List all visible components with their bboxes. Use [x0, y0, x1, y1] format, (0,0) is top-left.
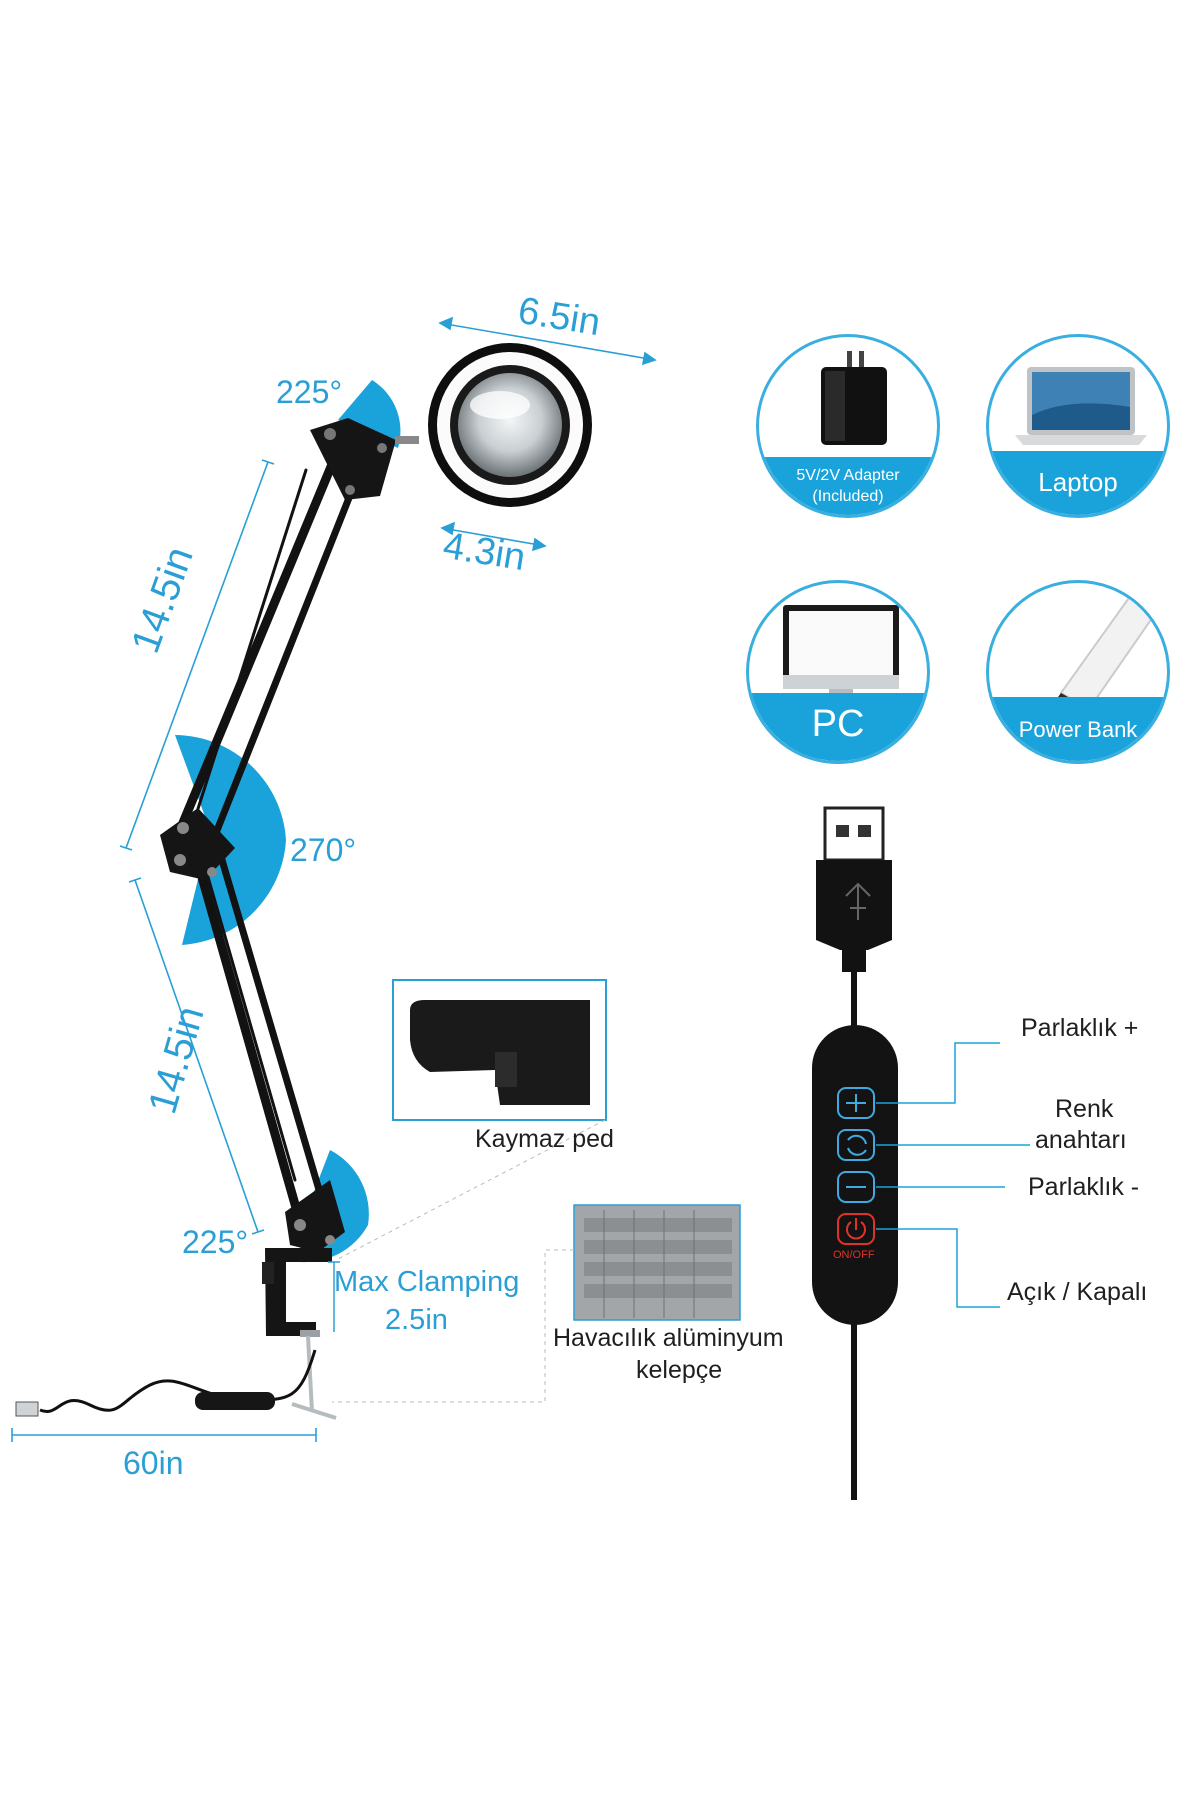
pc-label: PC: [811, 703, 865, 745]
adapter-label: 5V/2V Adapter: [796, 467, 900, 484]
aluminum-clamp-label-1: Havacılık alüminyum: [553, 1324, 784, 1352]
power-label: Açık / Kapalı: [1007, 1278, 1148, 1306]
inline-switch: [812, 1025, 898, 1325]
color-switch-label-2: anahtarı: [1035, 1126, 1127, 1154]
cable-length-label: 60in: [123, 1445, 184, 1481]
adapter-icon: [821, 351, 887, 445]
power-source-laptop: Laptop: [986, 334, 1170, 518]
aluminum-clamp-label-2: kelepçe: [636, 1356, 723, 1384]
lamp-arms: [175, 440, 370, 1227]
leader-lines: [876, 1042, 1030, 1308]
laptop-icon: [1015, 367, 1147, 445]
power-source-adapter: 5V/2V Adapter (Included): [756, 334, 940, 518]
color-switch-label-1: Renk: [1055, 1095, 1114, 1123]
power-source-pc: PC: [746, 580, 930, 764]
brightness-up-label: Parlaklık +: [1021, 1014, 1139, 1042]
power-source-power-bank: Power Bank: [986, 580, 1170, 764]
non-slip-pad-label: Kaymaz ped: [475, 1125, 614, 1153]
power-cable: [39, 1349, 317, 1413]
base-joint: [285, 1180, 345, 1252]
monitor-icon: [783, 605, 899, 703]
adapter-label-2: (Included): [812, 488, 884, 505]
switch-buttons: [837, 1087, 875, 1245]
desk-clamp: [265, 1248, 332, 1336]
brightness-down-label: Parlaklık -: [1028, 1173, 1140, 1201]
max-clamping-label: Max Clamping: [334, 1266, 520, 1298]
top-angle-label: 225°: [276, 374, 343, 410]
cable-usb-plug: [15, 1401, 39, 1417]
laptop-label: Laptop: [1038, 467, 1118, 497]
middle-angle-label: 270°: [290, 832, 357, 868]
dimension-lines: [11, 316, 657, 1442]
base-angle-label: 225°: [182, 1224, 249, 1260]
cable-switch: [195, 1392, 275, 1410]
angle-wedge-top: [338, 380, 401, 448]
magnifier-head: [428, 343, 592, 507]
usb-plug: [816, 806, 892, 972]
max-clamping-value: 2.5in: [385, 1304, 448, 1336]
power-bank-label: Power Bank: [1018, 717, 1138, 742]
onoff-text: ON/OFF: [833, 1249, 875, 1261]
